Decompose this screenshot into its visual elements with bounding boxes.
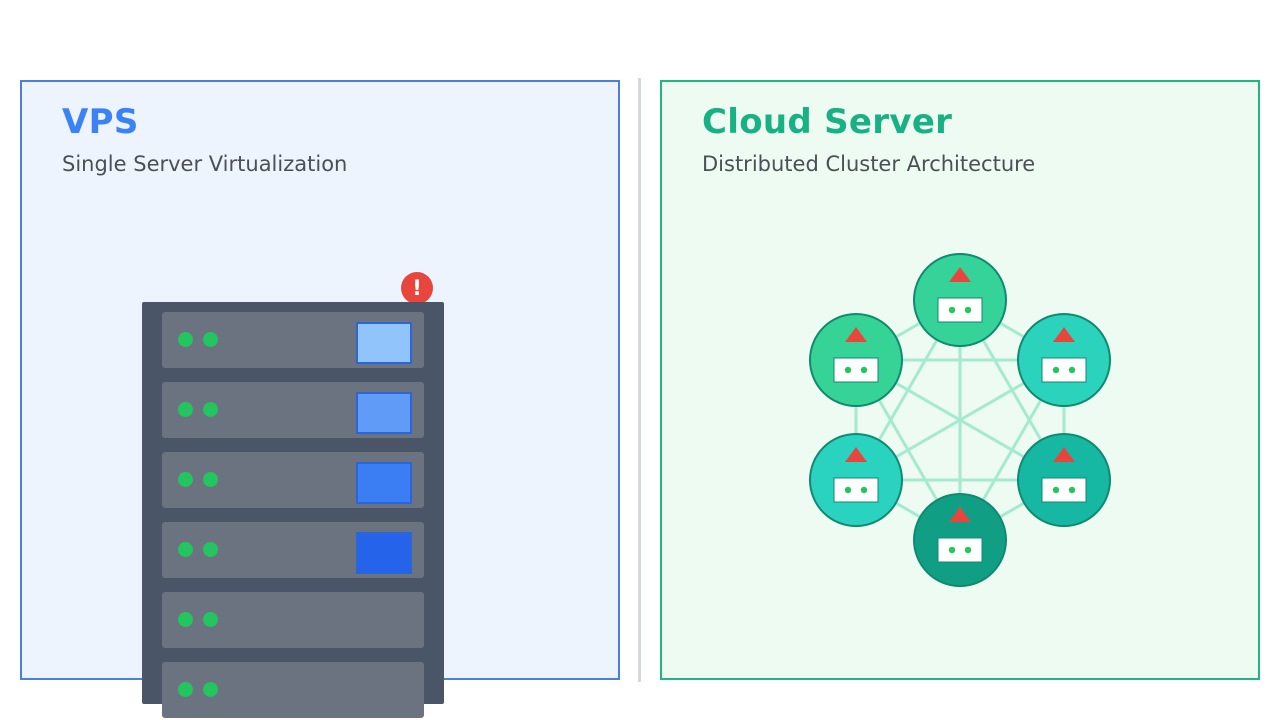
status-led-icon [178, 612, 193, 627]
vps-panel: VPS Single Server Virtualization ! [20, 80, 620, 718]
alert-triangle-icon [845, 447, 867, 462]
cloud-subtitle: Distributed Cluster Architecture [702, 152, 1036, 176]
node-status-dot-icon [948, 546, 956, 554]
cloud-title: Cloud Server [702, 102, 953, 142]
vps-subtitle: Single Server Virtualization [62, 152, 348, 176]
status-led-icon [178, 402, 193, 417]
status-led-icon [203, 542, 218, 557]
cluster-node[interactable] [913, 253, 1007, 347]
status-led-icon [203, 472, 218, 487]
status-led-icon [178, 472, 193, 487]
vm-chip-icon [356, 532, 412, 574]
alert-triangle-icon [1053, 327, 1075, 342]
alert-badge-icon: ! [401, 272, 433, 304]
status-led-icon [203, 402, 218, 417]
node-panel-icon [1041, 477, 1087, 503]
node-status-dot-icon [844, 486, 852, 494]
server-rack: ! [122, 222, 444, 718]
node-status-dot-icon [844, 366, 852, 374]
vps-title: VPS [62, 102, 139, 142]
node-panel-icon [1041, 357, 1087, 383]
node-status-dot-icon [860, 366, 868, 374]
node-status-dot-icon [964, 306, 972, 314]
status-led-icon [203, 332, 218, 347]
vm-chip-icon [356, 392, 412, 434]
rack-slot[interactable] [162, 382, 424, 438]
node-status-dot-icon [1052, 366, 1060, 374]
rack-slot[interactable] [162, 592, 424, 648]
status-led-icon [203, 612, 218, 627]
cluster-node[interactable] [809, 433, 903, 527]
cluster-nodes [809, 253, 1111, 587]
node-panel-icon [833, 357, 879, 383]
node-status-dot-icon [948, 306, 956, 314]
node-panel-icon [833, 477, 879, 503]
node-status-dot-icon [1052, 486, 1060, 494]
alert-triangle-icon [949, 267, 971, 282]
alert-triangle-icon [1053, 447, 1075, 462]
cluster-node[interactable] [1017, 313, 1111, 407]
status-led-icon [178, 542, 193, 557]
alert-triangle-icon [949, 507, 971, 522]
status-led-icon [178, 682, 193, 697]
cluster-graph [700, 200, 1220, 620]
cluster-node[interactable] [1017, 433, 1111, 527]
status-led-icon [203, 682, 218, 697]
cluster-node[interactable] [913, 493, 1007, 587]
node-status-dot-icon [964, 546, 972, 554]
rack-slot[interactable] [162, 522, 424, 578]
node-panel-icon [937, 537, 983, 563]
panel-divider [638, 78, 641, 682]
vm-chip-icon [356, 462, 412, 504]
cluster-node[interactable] [809, 313, 903, 407]
node-panel-icon [937, 297, 983, 323]
alert-triangle-icon [845, 327, 867, 342]
rack-slot[interactable] [162, 452, 424, 508]
rack-slot[interactable] [162, 662, 424, 718]
node-status-dot-icon [1068, 366, 1076, 374]
rack-slot[interactable] [162, 312, 424, 368]
node-status-dot-icon [1068, 486, 1076, 494]
status-led-icon [178, 332, 193, 347]
node-status-dot-icon [860, 486, 868, 494]
vm-chip-icon [356, 322, 412, 364]
